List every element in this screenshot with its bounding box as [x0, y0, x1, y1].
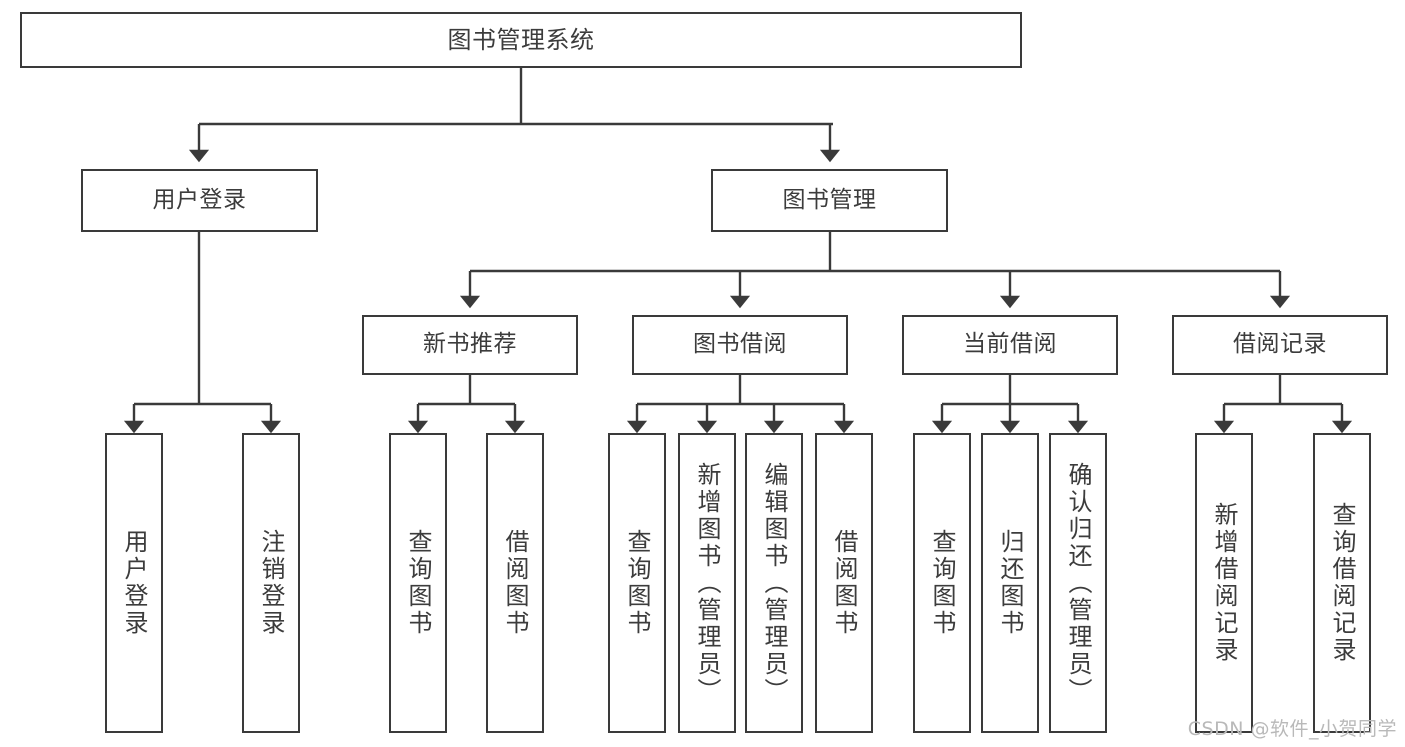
node-book-borrow[interactable]: 图书借阅 [632, 315, 848, 375]
node-label: 查询借阅记录 [1328, 502, 1356, 664]
node-leaf-query-book-1[interactable]: 查询图书 [389, 433, 447, 733]
node-label: 新增借阅记录 [1210, 502, 1238, 664]
node-borrow-record[interactable]: 借阅记录 [1172, 315, 1388, 375]
node-label: 新增图书（管理员） [693, 461, 721, 705]
node-book-management[interactable]: 图书管理 [711, 169, 948, 232]
node-leaf-add-record[interactable]: 新增借阅记录 [1195, 433, 1253, 733]
node-label: 查询图书 [928, 529, 956, 637]
node-user-login[interactable]: 用户登录 [81, 169, 318, 232]
node-label: 借阅图书 [830, 529, 858, 637]
node-leaf-borrow-book-2[interactable]: 借阅图书 [815, 433, 873, 733]
node-label: 图书管理系统 [447, 25, 595, 54]
node-label: 用户登录 [152, 186, 247, 213]
node-label: 借阅记录 [1233, 331, 1327, 358]
node-leaf-borrow-book-1[interactable]: 借阅图书 [486, 433, 544, 733]
node-label: 借阅图书 [501, 529, 529, 637]
node-leaf-query-book-3[interactable]: 查询图书 [913, 433, 971, 733]
node-new-book-recommend[interactable]: 新书推荐 [362, 315, 578, 375]
node-label: 图书借阅 [693, 331, 787, 358]
node-label: 编辑图书（管理员） [760, 461, 788, 705]
node-leaf-user-login[interactable]: 用户登录 [105, 433, 163, 733]
node-leaf-query-book-2[interactable]: 查询图书 [608, 433, 666, 733]
node-leaf-query-record[interactable]: 查询借阅记录 [1313, 433, 1371, 733]
node-leaf-logout-login[interactable]: 注销登录 [242, 433, 300, 733]
node-label: 确认归还（管理员） [1064, 461, 1092, 705]
node-label: 用户登录 [120, 529, 148, 637]
node-leaf-return-book[interactable]: 归还图书 [981, 433, 1039, 733]
node-label: 归还图书 [996, 529, 1024, 637]
node-label: 当前借阅 [963, 331, 1057, 358]
node-label: 查询图书 [623, 529, 651, 637]
node-label: 注销登录 [257, 529, 285, 637]
node-leaf-add-book[interactable]: 新增图书（管理员） [678, 433, 736, 733]
node-leaf-confirm-return[interactable]: 确认归还（管理员） [1049, 433, 1107, 733]
node-root-book-management-system[interactable]: 图书管理系统 [20, 12, 1022, 68]
node-label: 图书管理 [782, 186, 877, 213]
node-label: 查询图书 [404, 529, 432, 637]
node-leaf-edit-book[interactable]: 编辑图书（管理员） [745, 433, 803, 733]
watermark-text: CSDN @软件_小贺同学 [1187, 718, 1397, 740]
node-label: 新书推荐 [423, 331, 517, 358]
node-current-borrow[interactable]: 当前借阅 [902, 315, 1118, 375]
